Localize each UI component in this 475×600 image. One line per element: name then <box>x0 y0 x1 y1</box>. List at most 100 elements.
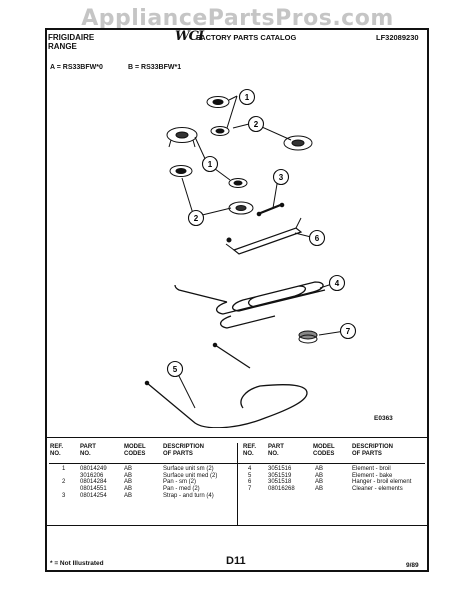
header-part-left: PART NO. <box>80 444 96 458</box>
callout-label: 6 <box>315 234 320 243</box>
code-cell: AB <box>124 486 133 493</box>
code-cell: AB <box>315 466 324 472</box>
ref-cell: 3 <box>62 492 66 499</box>
table-row: 7 08016268 AB Cleaner - elements <box>243 486 428 493</box>
header-text: DESCRIPTION OF PARTS <box>352 444 394 457</box>
table-row: 2 08014284 AB Pan - sm (2) <box>50 479 235 486</box>
parts-table-right: 4 3051516 AB Element - broil 5 3051519 A… <box>243 466 428 493</box>
burner-pan-center <box>228 201 254 215</box>
callout-label: 2 <box>254 120 259 129</box>
broil-element <box>174 281 326 329</box>
callout-7: 7 <box>339 322 357 340</box>
code-cell: AB <box>124 492 133 499</box>
ref-cell: 6 <box>248 479 252 486</box>
desc-cell: Pan - med (2) <box>163 486 200 493</box>
code-cell: AB <box>124 479 133 486</box>
callout-1-top: 1 <box>238 88 256 106</box>
watermark: AppliancePartsPros.com <box>81 6 394 31</box>
callout-label: 2 <box>194 214 199 223</box>
header-ref-left: REF. NO. <box>50 444 63 458</box>
page-number: D11 <box>226 555 246 567</box>
header-text: REF. NO. <box>243 444 257 457</box>
table-row: 5 3051519 AB Element - bake <box>243 473 428 480</box>
part-cell: 3051518 <box>268 479 292 486</box>
table-row: 3 08014254 AB Strap - and turn (4) <box>50 493 235 500</box>
part-cell: 3016206 <box>80 472 104 479</box>
diagram-code: E0363 <box>374 415 393 422</box>
header-brand-block: FRIGIDAIRE RANGE <box>48 33 94 51</box>
ref-cell: 4 <box>248 466 252 472</box>
ref-cell: 1 <box>62 466 66 472</box>
model-a-label: A = RS33BFW*0 <box>50 64 103 71</box>
table-top-rule <box>45 437 429 438</box>
code-cell: AB <box>124 466 133 472</box>
code-cell: AB <box>124 472 133 479</box>
desc-cell: Surface unit sm (2) <box>163 466 214 472</box>
desc-cell: Strap - and turn (4) <box>163 492 214 499</box>
table-row: 4 3051516 AB Element - broil <box>243 466 428 473</box>
callout-5: 5 <box>166 360 184 378</box>
table-row: 1 08014249 AB Surface unit sm (2) <box>50 466 235 473</box>
callout-label: 1 <box>245 93 250 102</box>
desc-cell: Element - bake <box>352 472 393 479</box>
hanger-part <box>225 217 303 255</box>
ref-cell: 5 <box>248 472 252 479</box>
ref-cell: 2 <box>62 479 66 486</box>
callout-6: 6 <box>308 229 326 247</box>
part-cell: 08016268 <box>268 486 295 493</box>
code-cell: AB <box>315 472 324 479</box>
header-text: REF. NO. <box>50 444 64 457</box>
surface-unit-large-top <box>206 96 230 108</box>
code-cell: AB <box>315 479 324 486</box>
code-cell: AB <box>315 486 324 493</box>
header-text: MODEL CODES <box>124 444 146 457</box>
footnote: * = Not Illustrated <box>50 560 104 567</box>
brand-logo: WCI <box>175 29 204 44</box>
column-divider <box>237 443 238 525</box>
callout-2-top: 2 <box>247 115 265 133</box>
burner-pan-right <box>283 135 313 151</box>
desc-cell: Hanger - broil element <box>352 479 412 486</box>
callout-label: 3 <box>279 173 284 182</box>
header-part-right: PART NO. <box>268 444 284 458</box>
part-cell: 3051519 <box>268 472 292 479</box>
brand-label: FRIGIDAIRE <box>48 33 95 42</box>
part-cell: 3051516 <box>268 466 292 472</box>
part-cell: 08014249 <box>80 466 107 472</box>
page-frame <box>45 28 429 572</box>
header-model-left: MODEL CODES <box>124 444 146 458</box>
parts-table-left: 1 08014249 AB Surface unit sm (2) 301620… <box>50 466 235 499</box>
desc-cell: Pan - sm (2) <box>163 479 197 486</box>
header-ref-right: REF. NO. <box>243 444 256 458</box>
header-model-right: MODEL CODES <box>313 444 335 458</box>
catalog-number: LF32089230 <box>376 33 419 42</box>
table-row: 6 3051518 AB Hanger - broil element <box>243 479 428 486</box>
surface-unit-center <box>228 178 248 188</box>
part-cell: 08014551 <box>80 486 107 493</box>
header-desc-right: DESCRIPTION OF PARTS <box>352 444 393 458</box>
ref-cell: 7 <box>248 486 252 493</box>
part-cell: 08014284 <box>80 479 107 486</box>
burner-pan-left <box>166 127 198 148</box>
surface-unit-left-mid <box>169 165 193 177</box>
callout-label: 1 <box>208 160 213 169</box>
callout-label: 7 <box>346 327 351 336</box>
product-label: RANGE <box>48 42 77 51</box>
desc-cell: Cleaner - elements <box>352 486 403 493</box>
callout-2-left: 2 <box>187 209 205 227</box>
callout-3: 3 <box>272 168 290 186</box>
callout-4: 4 <box>328 274 346 292</box>
header-desc-left: DESCRIPTION OF PARTS <box>163 444 204 458</box>
header-text: MODEL CODES <box>313 444 335 457</box>
model-b-label: B = RS33BFW*1 <box>128 64 182 71</box>
revision-date: 9/89 <box>406 562 419 569</box>
strap-part <box>256 202 285 217</box>
desc-cell: Surface unit med (2) <box>163 472 218 479</box>
surface-unit-small-top <box>210 126 230 136</box>
callout-label: 4 <box>335 279 340 288</box>
header-text: PART NO. <box>268 444 284 457</box>
desc-cell: Element - broil <box>352 466 391 472</box>
header-text: PART NO. <box>80 444 96 457</box>
bake-element <box>144 342 308 428</box>
parts-diagram: 1 2 1 2 3 6 4 7 <box>144 88 357 428</box>
